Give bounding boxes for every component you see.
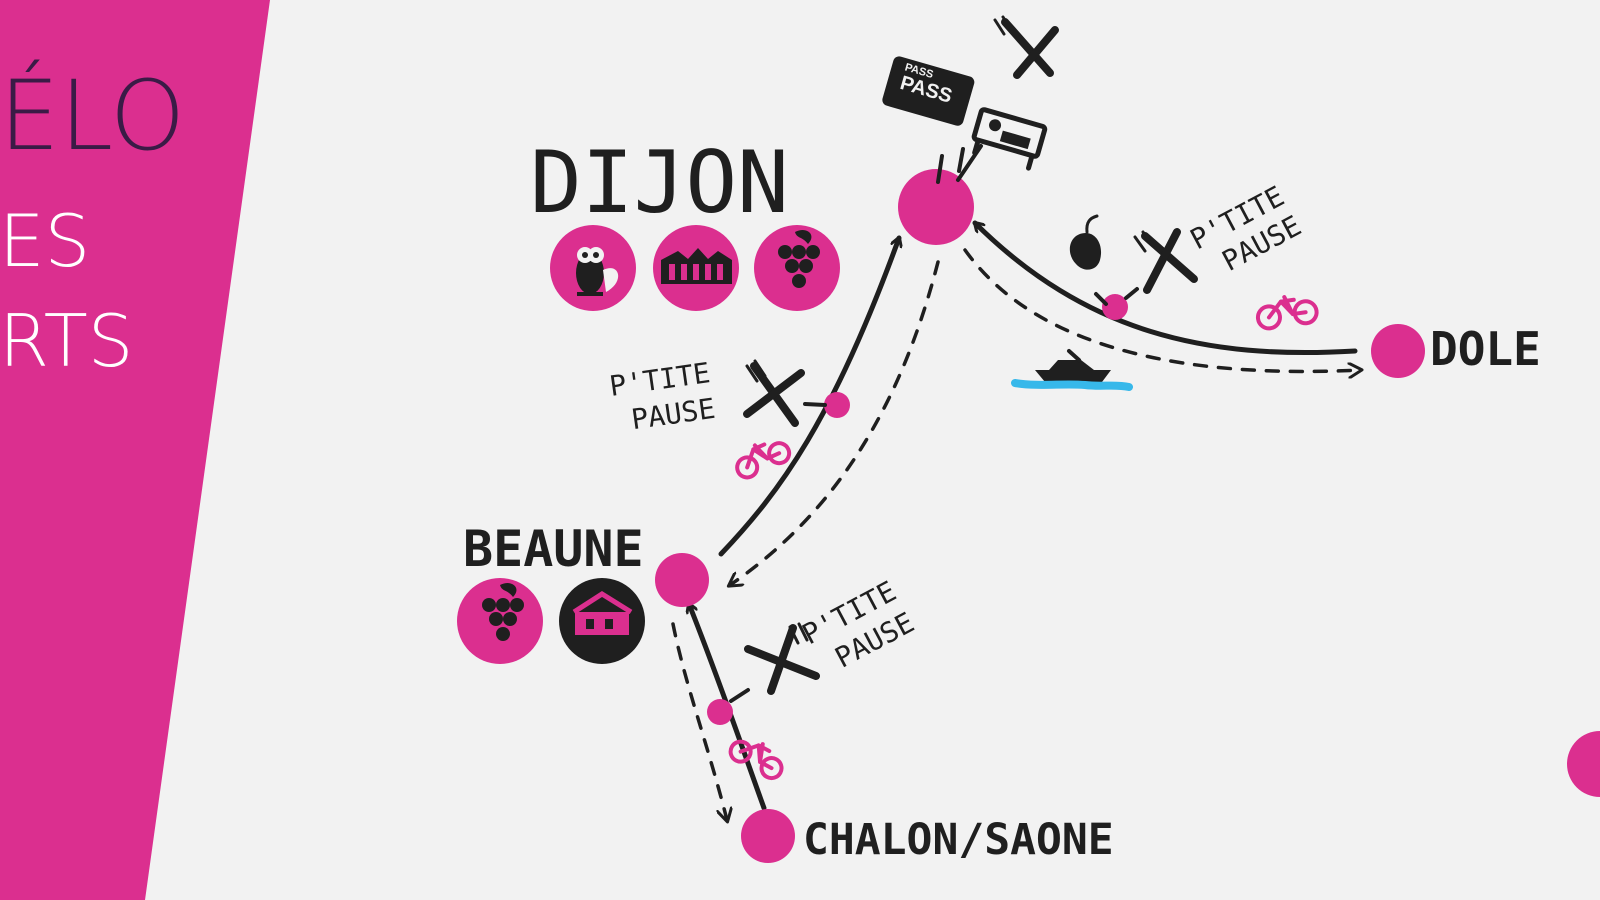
hotel-bed-icon	[971, 107, 1048, 171]
restaurant-icon-dijon-dole	[1124, 228, 1198, 300]
bike-icon-dijon-beaune	[735, 441, 792, 480]
dijon-beaune-stop-marker	[824, 392, 850, 418]
beaune-grapes-icon	[482, 583, 524, 641]
building-icon	[661, 248, 732, 284]
pass-card-background	[882, 56, 975, 126]
chalon-saone-label: CHALON/SAONE	[803, 815, 1114, 865]
beaune-label: BEAUNE	[463, 520, 644, 578]
route-solid-dole-dijon	[972, 220, 1358, 356]
dijon-owl-badge	[550, 225, 636, 311]
dijon-beaune-pause-label: P'TITE PAUSE	[607, 356, 717, 436]
boat-icon	[1011, 349, 1133, 391]
route-dashed-dijon-beaune	[730, 260, 940, 585]
beaune-chalon-stop-marker	[707, 699, 733, 725]
dijon-label: DIJON	[530, 133, 789, 233]
partial-right-marker	[1567, 731, 1600, 797]
restaurant-icon-beaune-chalon	[729, 622, 820, 703]
dijon-marker	[898, 169, 974, 245]
dijon-icon-connectors	[936, 144, 983, 184]
restaurant-icon-dijon	[993, 15, 1059, 79]
restaurant-icon-dijon-beaune	[743, 359, 827, 427]
dole-marker	[1371, 324, 1425, 378]
owl-icon	[576, 247, 619, 296]
route-dashed-beaune-chalon	[671, 622, 727, 820]
market-icon	[572, 591, 633, 635]
pass-card: PASS PASS	[882, 56, 975, 126]
beaune-market-badge	[559, 578, 645, 664]
beaune-grapes-badge	[457, 578, 543, 664]
bike-icon-beaune-chalon	[728, 739, 784, 781]
dijon-dole-stop-marker	[1102, 294, 1128, 320]
dijon-dole-pause-label: P'TITE PAUSE	[1185, 180, 1307, 278]
bike-icon-dijon-dole	[1255, 295, 1319, 331]
grapes-icon	[778, 230, 820, 288]
dijon-grapes-badge	[754, 225, 840, 311]
route-solid-beaune-dijon	[718, 235, 899, 557]
beaune-marker	[655, 553, 709, 607]
chalon-saone-marker	[741, 809, 795, 863]
apple-icon	[1069, 214, 1108, 306]
beaune-chalon-pause-label: P'TITE PAUSE	[797, 575, 920, 675]
dijon-building-badge	[653, 225, 739, 311]
dole-label: DOLE	[1430, 322, 1541, 376]
route-dashed-dijon-dole	[963, 248, 1360, 371]
